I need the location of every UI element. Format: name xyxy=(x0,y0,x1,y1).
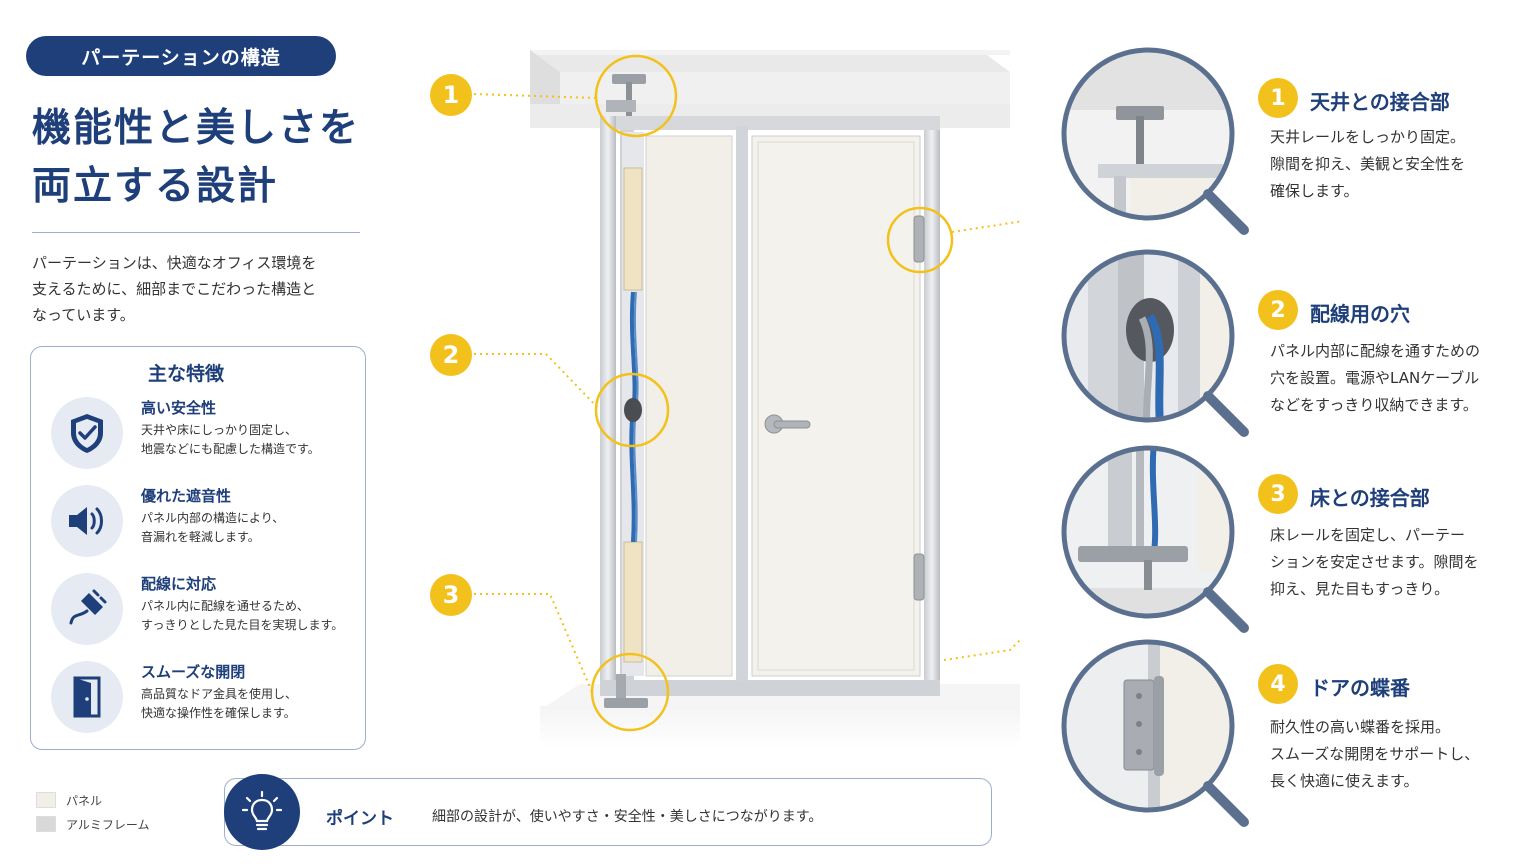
highlight-floor-joint xyxy=(590,652,670,732)
feature-item: 優れた遮音性 パネル内部の構造により、 音漏れを軽減します。 xyxy=(49,485,365,565)
intro-line: パーテーションは、快適なオフィス環境を xyxy=(32,254,317,272)
detail-desc-line: パネル内部に配線を通すための xyxy=(1270,342,1481,360)
feature-desc-line: 快適な操作性を確保します。 xyxy=(141,706,296,720)
hinge-bottom xyxy=(913,553,925,601)
hinge-top xyxy=(913,215,925,263)
feature-item: 高い安全性 天井や床にしっかり固定し、 地震などにも配慮した構造です。 xyxy=(49,397,365,477)
leader-1 xyxy=(473,93,597,99)
plug-icon xyxy=(51,573,123,645)
detail-desc: 天井レールをしっかり固定。 隙間を抑え、美観と安全性を 確保します。 xyxy=(1270,124,1465,205)
feature-title: スムーズな開閉 xyxy=(141,663,246,681)
headline-line-2: 両立する設計 xyxy=(32,164,279,209)
intro-line: 支えるために、細部までこだわった構造と xyxy=(32,280,317,298)
door-icon xyxy=(51,661,123,733)
highlight-cable-hole xyxy=(594,372,670,448)
door-handle xyxy=(764,414,811,434)
marker-2: 2 xyxy=(430,334,472,376)
section-badge: パーテーションの構造 xyxy=(26,36,336,76)
intro-line: なっています。 xyxy=(32,306,135,324)
legend-label: アルミフレーム xyxy=(66,818,150,832)
detail-desc: 耐久性の高い蝶番を採用。 スムーズな開閉をサポートし、 長く快適に使えます。 xyxy=(1270,714,1479,795)
feature-desc-line: パネル内に配線を通せるため、 xyxy=(141,599,310,613)
detail-number: 4 xyxy=(1258,664,1298,704)
headline: 機能性と美しさを 両立する設計 xyxy=(32,100,392,216)
detail-desc-line: 隙間を抑え、美観と安全性を xyxy=(1270,155,1466,173)
feature-desc: パネル内に配線を通せるため、 すっきりとした見た目を実現します。 xyxy=(141,597,343,635)
lightbulb-icon xyxy=(224,774,300,850)
detail-hinge-magnifier xyxy=(1061,639,1249,827)
feature-desc-line: 地震などにも配慮した構造です。 xyxy=(141,442,320,456)
feature-title: 配線に対応 xyxy=(141,575,217,593)
leader-lines xyxy=(473,93,1020,693)
floor-slab xyxy=(540,684,1020,748)
detail-title: 天井との接合部 xyxy=(1310,90,1450,114)
feature-desc-line: 音漏れを軽減します。 xyxy=(141,530,260,544)
legend-swatch-frame xyxy=(36,816,56,832)
feature-item: スムーズな開閉 高品質なドア金具を使用し、 快適な操作性を確保します。 xyxy=(49,661,365,741)
detail-desc: パネル内部に配線を通すための 穴を設置。電源やLANケーブル などをすっきり収納… xyxy=(1270,338,1480,419)
partition-illustration xyxy=(473,50,1020,748)
intro-text: パーテーションは、快適なオフィス環境を 支えるために、細部までこだわった構造と … xyxy=(32,250,372,328)
marker-3: 3 xyxy=(430,574,472,616)
detail-title: 床との接合部 xyxy=(1310,486,1430,510)
legend-swatch-panel xyxy=(36,792,56,808)
detail-desc-line: 穴を設置。電源やLANケーブル xyxy=(1270,369,1480,387)
divider xyxy=(32,232,360,233)
features-panel: 主な特徴 高い安全性 天井や床にしっかり固定し、 地震などにも配慮した構造です。… xyxy=(30,346,366,750)
detail-desc: 床レールを固定し、パーテー ションを安定させます。隙間を 抑え、見た目もすっきり… xyxy=(1270,522,1479,603)
detail-desc-line: 床レールを固定し、パーテー xyxy=(1270,526,1466,544)
feature-desc-line: 高品質なドア金具を使用し、 xyxy=(141,687,298,701)
detail-desc-line: スムーズな開閉をサポートし、 xyxy=(1270,745,1480,763)
point-text: 細部の設計が、使いやすさ・安全性・美しさにつながります。 xyxy=(432,809,823,825)
feature-title: 高い安全性 xyxy=(141,399,217,417)
speaker-icon xyxy=(51,485,123,557)
detail-floor-magnifier xyxy=(1061,445,1249,633)
highlight-hinge xyxy=(886,206,954,274)
detail-title: ドアの蝶番 xyxy=(1310,676,1410,700)
feature-desc: 天井や床にしっかり固定し、 地震などにも配慮した構造です。 xyxy=(141,421,320,459)
detail-desc-line: 天井レールをしっかり固定。 xyxy=(1270,128,1466,146)
features-title: 主な特徴 xyxy=(147,363,224,385)
leader-to-detail-3 xyxy=(943,638,1020,661)
feature-desc-line: 天井や床にしっかり固定し、 xyxy=(141,423,298,437)
wall-cavity xyxy=(622,132,644,676)
leader-hinge-to-detail-1 xyxy=(951,220,1020,233)
feature-desc-line: パネル内部の構造により、 xyxy=(141,511,285,525)
headline-line-1: 機能性と美しさを xyxy=(32,106,361,151)
leader-3 xyxy=(474,593,593,693)
detail-ceiling-magnifier xyxy=(1061,47,1249,235)
feature-desc: パネル内部の構造により、 音漏れを軽減します。 xyxy=(141,509,284,547)
highlight-circles xyxy=(590,54,954,732)
detail-number: 1 xyxy=(1258,78,1298,118)
feature-item: 配線に対応 パネル内に配線を通せるため、 すっきりとした見た目を実現します。 xyxy=(49,573,365,653)
marker-1: 1 xyxy=(430,74,472,116)
detail-desc-line: などをすっきり収納できます。 xyxy=(1270,396,1478,414)
detail-title: 配線用の穴 xyxy=(1310,302,1410,326)
detail-desc-line: 長く快適に使えます。 xyxy=(1270,772,1419,790)
legend-label: パネル xyxy=(66,794,103,808)
feature-desc: 高品質なドア金具を使用し、 快適な操作性を確保します。 xyxy=(141,685,297,723)
leader-2 xyxy=(474,353,601,411)
feature-title: 優れた遮音性 xyxy=(141,487,232,505)
detail-number: 2 xyxy=(1258,290,1298,330)
detail-desc-line: ションを安定させます。隙間を xyxy=(1270,553,1479,571)
feature-desc-line: すっきりとした見た目を実現します。 xyxy=(141,618,344,632)
detail-desc-line: 抑え、見た目もすっきり。 xyxy=(1270,580,1450,598)
point-label: ポイント xyxy=(326,809,394,829)
floor-bracket xyxy=(604,674,648,708)
detail-desc-line: 耐久性の高い蝶番を採用。 xyxy=(1270,718,1451,736)
panel-fill xyxy=(645,135,921,677)
shield-check-icon xyxy=(51,397,123,469)
detail-cable-magnifier xyxy=(1061,249,1249,437)
detail-number: 3 xyxy=(1258,474,1298,514)
ceiling-bracket xyxy=(606,74,646,116)
highlight-ceiling-joint xyxy=(594,54,678,138)
detail-desc-line: 確保します。 xyxy=(1270,182,1359,200)
